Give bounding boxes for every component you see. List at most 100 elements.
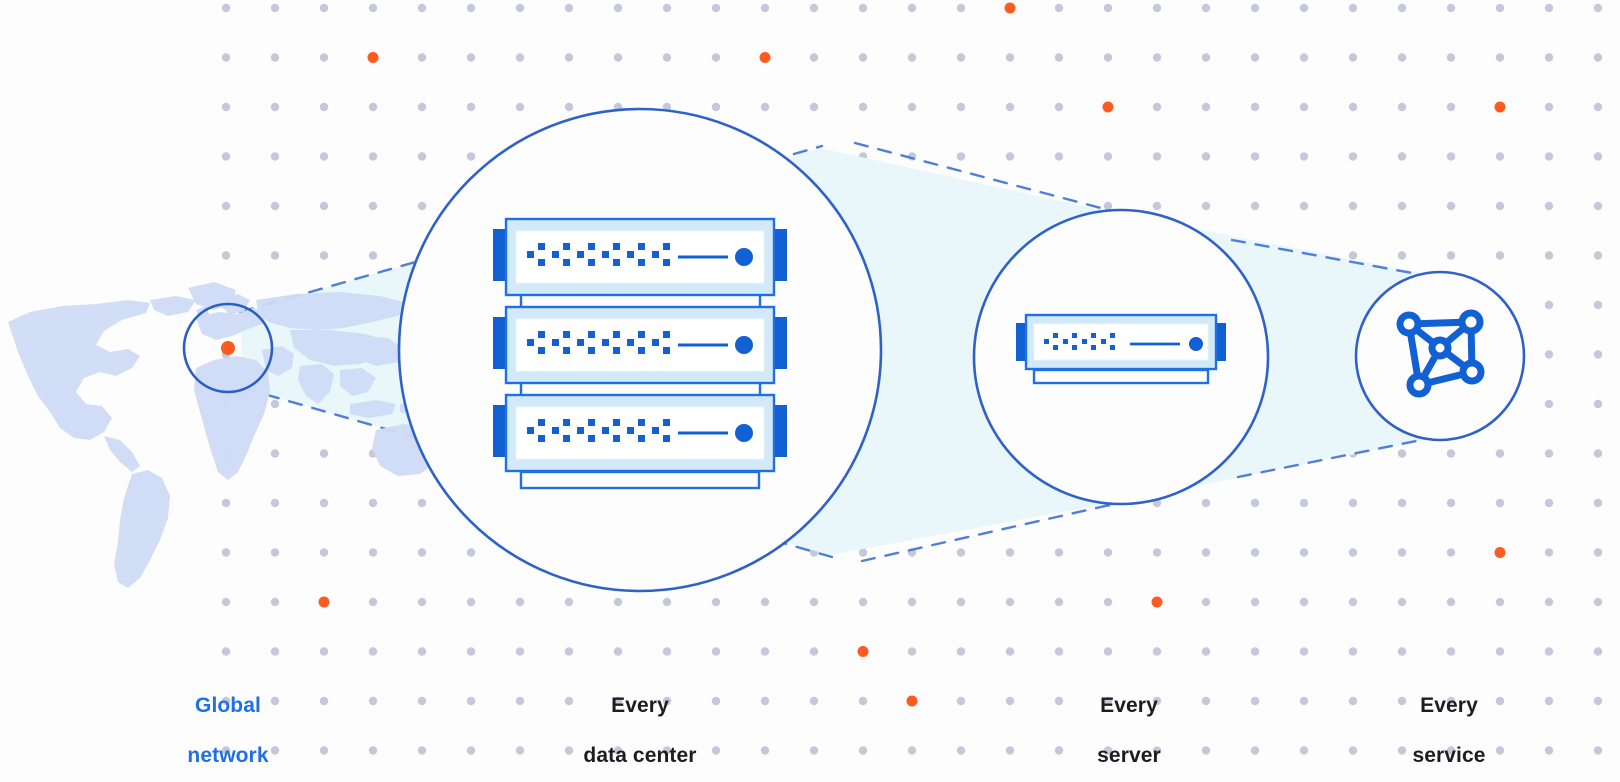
grid-dot xyxy=(1054,647,1064,656)
stage-label-line2: network xyxy=(187,744,269,767)
stage-label-line2: server xyxy=(1097,744,1161,767)
grid-dot xyxy=(368,548,378,557)
grid-dot xyxy=(1446,53,1456,62)
stage-label-line2: data center xyxy=(583,744,697,767)
grid-dot xyxy=(1005,53,1015,62)
grid-dot xyxy=(907,597,917,607)
stage-label-data-center: Every data center xyxy=(540,668,740,782)
stage-label-line1: Every xyxy=(1100,694,1158,717)
grid-dot xyxy=(466,102,476,112)
grid-dot xyxy=(319,201,329,211)
grid-dot xyxy=(1054,53,1064,62)
server-rack-icon xyxy=(493,217,787,490)
grid-dot xyxy=(760,102,770,112)
grid-dot xyxy=(270,251,280,260)
grid-dot xyxy=(515,3,525,13)
grid-dot xyxy=(564,597,574,607)
grid-dot xyxy=(1348,3,1358,13)
grid-dot xyxy=(1103,53,1113,62)
grid-dot xyxy=(1397,53,1407,62)
stage-label-line1: Global xyxy=(195,694,261,717)
stage-label-line1: Every xyxy=(611,694,669,717)
grid-dot xyxy=(809,647,819,656)
grid-dot xyxy=(1250,548,1260,557)
server-unit xyxy=(493,217,787,297)
grid-dot xyxy=(1348,53,1358,62)
grid-dot xyxy=(1103,548,1113,557)
grid-dot xyxy=(1397,449,1407,458)
grid-dot xyxy=(1103,201,1113,211)
grid-dot xyxy=(1054,746,1064,755)
grid-dot-highlight xyxy=(857,646,869,657)
grid-dot xyxy=(711,597,721,607)
grid-dot xyxy=(417,152,427,161)
grid-dot xyxy=(1544,152,1554,161)
grid-dot xyxy=(662,647,672,656)
grid-dot xyxy=(319,449,329,458)
grid-dot xyxy=(270,548,280,557)
grid-dot xyxy=(858,746,868,755)
grid-dot xyxy=(956,647,966,656)
grid-dot xyxy=(270,102,280,112)
grid-dot xyxy=(662,597,672,607)
grid-dot xyxy=(564,696,574,706)
grid-dot xyxy=(858,548,868,557)
grid-dot xyxy=(613,696,623,706)
grid-dot xyxy=(368,251,378,260)
grid-dot xyxy=(711,3,721,13)
grid-dot xyxy=(1299,696,1309,706)
grid-dot xyxy=(515,102,525,112)
grid-dot xyxy=(319,3,329,13)
grid-dot xyxy=(466,597,476,607)
grid-dot xyxy=(760,746,770,755)
grid-dot xyxy=(711,647,721,656)
grid-dot xyxy=(760,647,770,656)
grid-dot xyxy=(417,597,427,607)
grid-dot xyxy=(1446,647,1456,656)
grid-dot xyxy=(1544,548,1554,557)
grid-dot xyxy=(1005,102,1015,112)
grid-dot xyxy=(1250,746,1260,755)
grid-dot xyxy=(1397,102,1407,112)
led-grid xyxy=(1044,333,1115,350)
grid-dot xyxy=(1054,597,1064,607)
grid-dot xyxy=(221,102,231,112)
grid-dot xyxy=(956,102,966,112)
single-server-icon xyxy=(1016,313,1226,385)
grid-dot xyxy=(417,548,427,557)
grid-dot xyxy=(1397,3,1407,13)
grid-dot xyxy=(1201,53,1211,62)
grid-dot xyxy=(1593,201,1603,211)
grid-dot xyxy=(1201,152,1211,161)
grid-dot xyxy=(1152,746,1162,755)
grid-dot xyxy=(1103,3,1113,13)
grid-dot xyxy=(1397,498,1407,508)
grid-dot-highlight xyxy=(759,52,771,63)
grid-dot xyxy=(1495,498,1505,508)
grid-dot xyxy=(1593,3,1603,13)
grid-dot xyxy=(1201,746,1211,755)
grid-dot xyxy=(1397,597,1407,607)
grid-dot xyxy=(1152,3,1162,13)
stage-label-service: Every service xyxy=(1349,668,1549,782)
grid-dot xyxy=(368,696,378,706)
grid-dot xyxy=(319,53,329,62)
grid-dot xyxy=(858,597,868,607)
grid-dot xyxy=(270,399,280,409)
grid-dot xyxy=(270,498,280,508)
grid-dot xyxy=(417,53,427,62)
grid-dot xyxy=(662,746,672,755)
grid-dot xyxy=(1201,647,1211,656)
grid-dot xyxy=(711,102,721,112)
led-grid xyxy=(527,419,670,442)
grid-dot xyxy=(907,3,917,13)
grid-dot xyxy=(1299,102,1309,112)
grid-dot xyxy=(760,597,770,607)
grid-dot xyxy=(1348,548,1358,557)
grid-dot-highlight xyxy=(1102,101,1114,113)
grid-dot xyxy=(1495,449,1505,458)
grid-dot xyxy=(515,647,525,656)
grid-dot xyxy=(613,3,623,13)
